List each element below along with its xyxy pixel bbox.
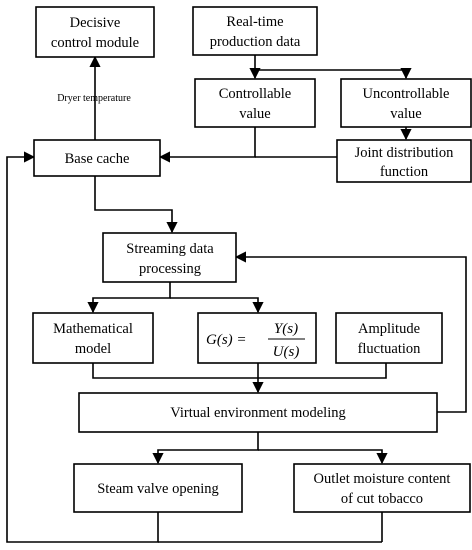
edge-virtual-to-outlet <box>258 449 388 465</box>
svg-text:of cut tobacco: of cut tobacco <box>341 491 423 507</box>
svg-text:Virtual environment modeling: Virtual environment modeling <box>170 405 346 421</box>
svg-text:Controllable: Controllable <box>219 86 292 102</box>
svg-text:Decisive: Decisive <box>70 15 121 31</box>
joint-distribution-function-box: Joint distribution function <box>336 139 472 183</box>
svg-text:Joint distribution: Joint distribution <box>355 145 454 161</box>
svg-text:Amplitude: Amplitude <box>358 321 420 337</box>
svg-text:function: function <box>380 164 429 180</box>
svg-text:value: value <box>239 106 270 122</box>
controllable-value-box: Controllable value <box>194 78 316 128</box>
svg-text:Steam valve opening: Steam valve opening <box>97 481 219 497</box>
svg-text:fluctuation: fluctuation <box>358 341 422 357</box>
svg-text:Base cache: Base cache <box>65 151 130 167</box>
virtual-environment-modeling-box: Virtual environment modeling <box>78 392 438 433</box>
svg-text:Mathematical: Mathematical <box>53 321 133 337</box>
steam-valve-opening-box: Steam valve opening <box>73 463 243 513</box>
transfer-function-denominator: U(s) <box>273 344 300 360</box>
base-cache-box: Base cache <box>33 139 161 177</box>
svg-text:control module: control module <box>51 35 139 51</box>
edge-virtual-split <box>152 432 259 465</box>
edge-controllable-to-base <box>158 127 256 163</box>
edge-realtime-to-uncontrollable <box>255 67 412 80</box>
transfer-function-lhs: G(s) = <box>206 332 247 348</box>
edge-math-merge <box>92 363 387 379</box>
edge-virtual-feedback <box>234 251 467 413</box>
uncontrollable-value-box: Uncontrollable value <box>340 78 472 128</box>
transfer-function-numerator: Y(s) <box>274 321 298 337</box>
svg-text:Real-time: Real-time <box>226 14 283 30</box>
svg-text:production data: production data <box>210 34 301 50</box>
edge-bottom-feedback <box>6 151 159 543</box>
svg-text:value: value <box>390 106 421 122</box>
dryer-temperature-label: Dryer temperature <box>57 93 131 104</box>
svg-text:Uncontrollable: Uncontrollable <box>363 86 450 102</box>
svg-text:model: model <box>75 341 111 357</box>
mathematical-model-box: Mathematical model <box>32 312 154 364</box>
outlet-moisture-content-box: Outlet moisture content of cut tobacco <box>293 463 471 513</box>
edge-streaming-to-tf <box>170 297 264 314</box>
edge-streaming-split <box>87 282 171 314</box>
svg-text:Streaming data: Streaming data <box>126 241 214 257</box>
decisive-control-module-box: Decisive control module <box>35 6 155 58</box>
edge-base-to-streaming <box>94 176 178 234</box>
realtime-production-data-box: Real-time production data <box>192 6 318 56</box>
transfer-function-box: G(s) = Y(s) U(s) <box>197 312 317 364</box>
amplitude-fluctuation-box: Amplitude fluctuation <box>335 312 443 364</box>
streaming-data-processing-box: Streaming data processing <box>102 232 237 283</box>
svg-text:processing: processing <box>139 261 201 277</box>
svg-text:Outlet moisture content: Outlet moisture content <box>314 471 451 487</box>
